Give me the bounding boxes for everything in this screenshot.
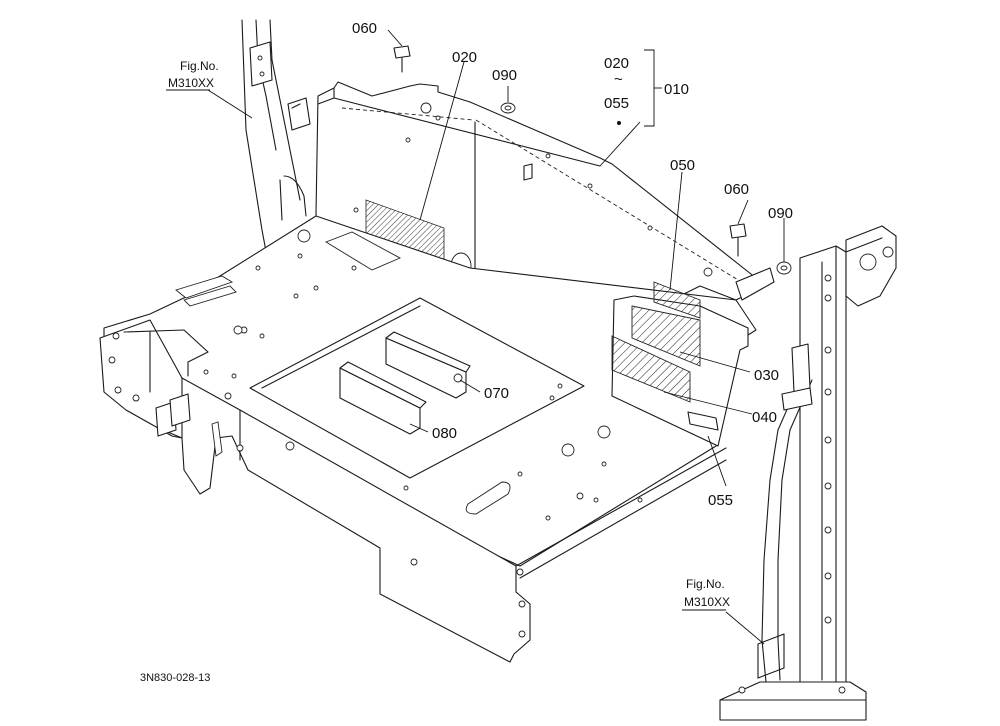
callout-090-right: 090 — [768, 205, 793, 222]
left-frame-post — [241, 19, 311, 263]
bracket-080 — [339, 361, 427, 435]
figure-ref-left-line1: Fig.No. — [180, 59, 219, 73]
figure-ref-right-line2: M310XX — [684, 595, 730, 609]
floor-deck — [99, 215, 757, 663]
figure-ref-right-line1: Fig.No. — [686, 577, 725, 591]
callout-010-range-tilde: ~ — [614, 71, 623, 88]
callout-040: 040 — [752, 409, 777, 426]
leader-lines — [207, 29, 785, 645]
bolt-060-right — [729, 223, 747, 257]
figure-ref-left-line2: M310XX — [168, 76, 214, 90]
callout-060-right: 060 — [724, 181, 749, 198]
side-cover — [611, 267, 775, 447]
callout-labels: 060 020 090 020 ~ 055 010 050 060 090 03… — [352, 20, 793, 509]
callout-080: 080 — [432, 425, 457, 442]
callout-070: 070 — [484, 385, 509, 402]
right-frame-post — [719, 225, 897, 721]
nut-090-left — [500, 102, 516, 114]
callout-060-left: 060 — [352, 20, 377, 37]
callout-055: 055 — [708, 492, 733, 509]
callout-020: 020 — [452, 49, 477, 66]
bolt-060-left — [393, 45, 411, 73]
figure-ref-right: Fig.No. M310XX — [682, 577, 730, 611]
callout-010-range-start: 020 — [604, 55, 629, 72]
callout-010: 010 — [664, 81, 689, 98]
callout-090-left: 090 — [492, 67, 517, 84]
drawing-code: 3N830-028-13 — [140, 672, 210, 684]
callout-050: 050 — [670, 157, 695, 174]
callout-030: 030 — [754, 367, 779, 384]
nut-090-right — [776, 261, 792, 275]
callout-010-range-end: 055 — [604, 95, 629, 112]
figure-ref-left: Fig.No. M310XX — [166, 59, 219, 91]
